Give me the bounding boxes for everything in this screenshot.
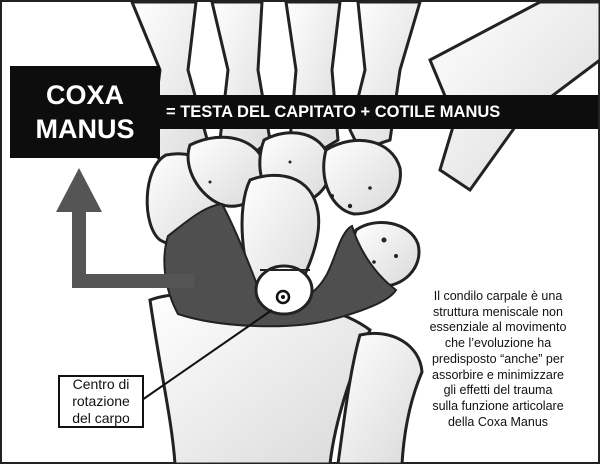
rotation-center-label: Centro di rotazione del carpo: [58, 375, 144, 428]
title-line-1: COXA: [10, 78, 160, 112]
equation-banner: = TESTA DEL CAPITATO + COTILE MANUS: [160, 95, 598, 129]
title-line-2: MANUS: [10, 112, 160, 146]
coxa-manus-title: COXA MANUS: [10, 66, 160, 158]
label-line-2: rotazione: [60, 393, 142, 410]
explanatory-caption: Il condilo carpale è una struttura menis…: [398, 289, 598, 430]
label-line-3: del carpo: [60, 410, 142, 427]
rotation-center-dot: [281, 295, 285, 299]
caption-line: Il condilo carpale è una: [398, 289, 598, 305]
caption-line: assorbire e minimizzare: [398, 368, 598, 384]
label-line-1: Centro di: [60, 376, 142, 393]
caption-line: gli effetti del trauma: [398, 383, 598, 399]
caption-line: sulla funzione articolare: [398, 399, 598, 415]
caption-line: che l’evoluzione ha: [398, 336, 598, 352]
caption-line: struttura meniscale non: [398, 305, 598, 321]
caption-line: predisposto “anche” per: [398, 352, 598, 368]
caption-line: essenziale al movimento: [398, 320, 598, 336]
caption-line: della Coxa Manus: [398, 415, 598, 431]
